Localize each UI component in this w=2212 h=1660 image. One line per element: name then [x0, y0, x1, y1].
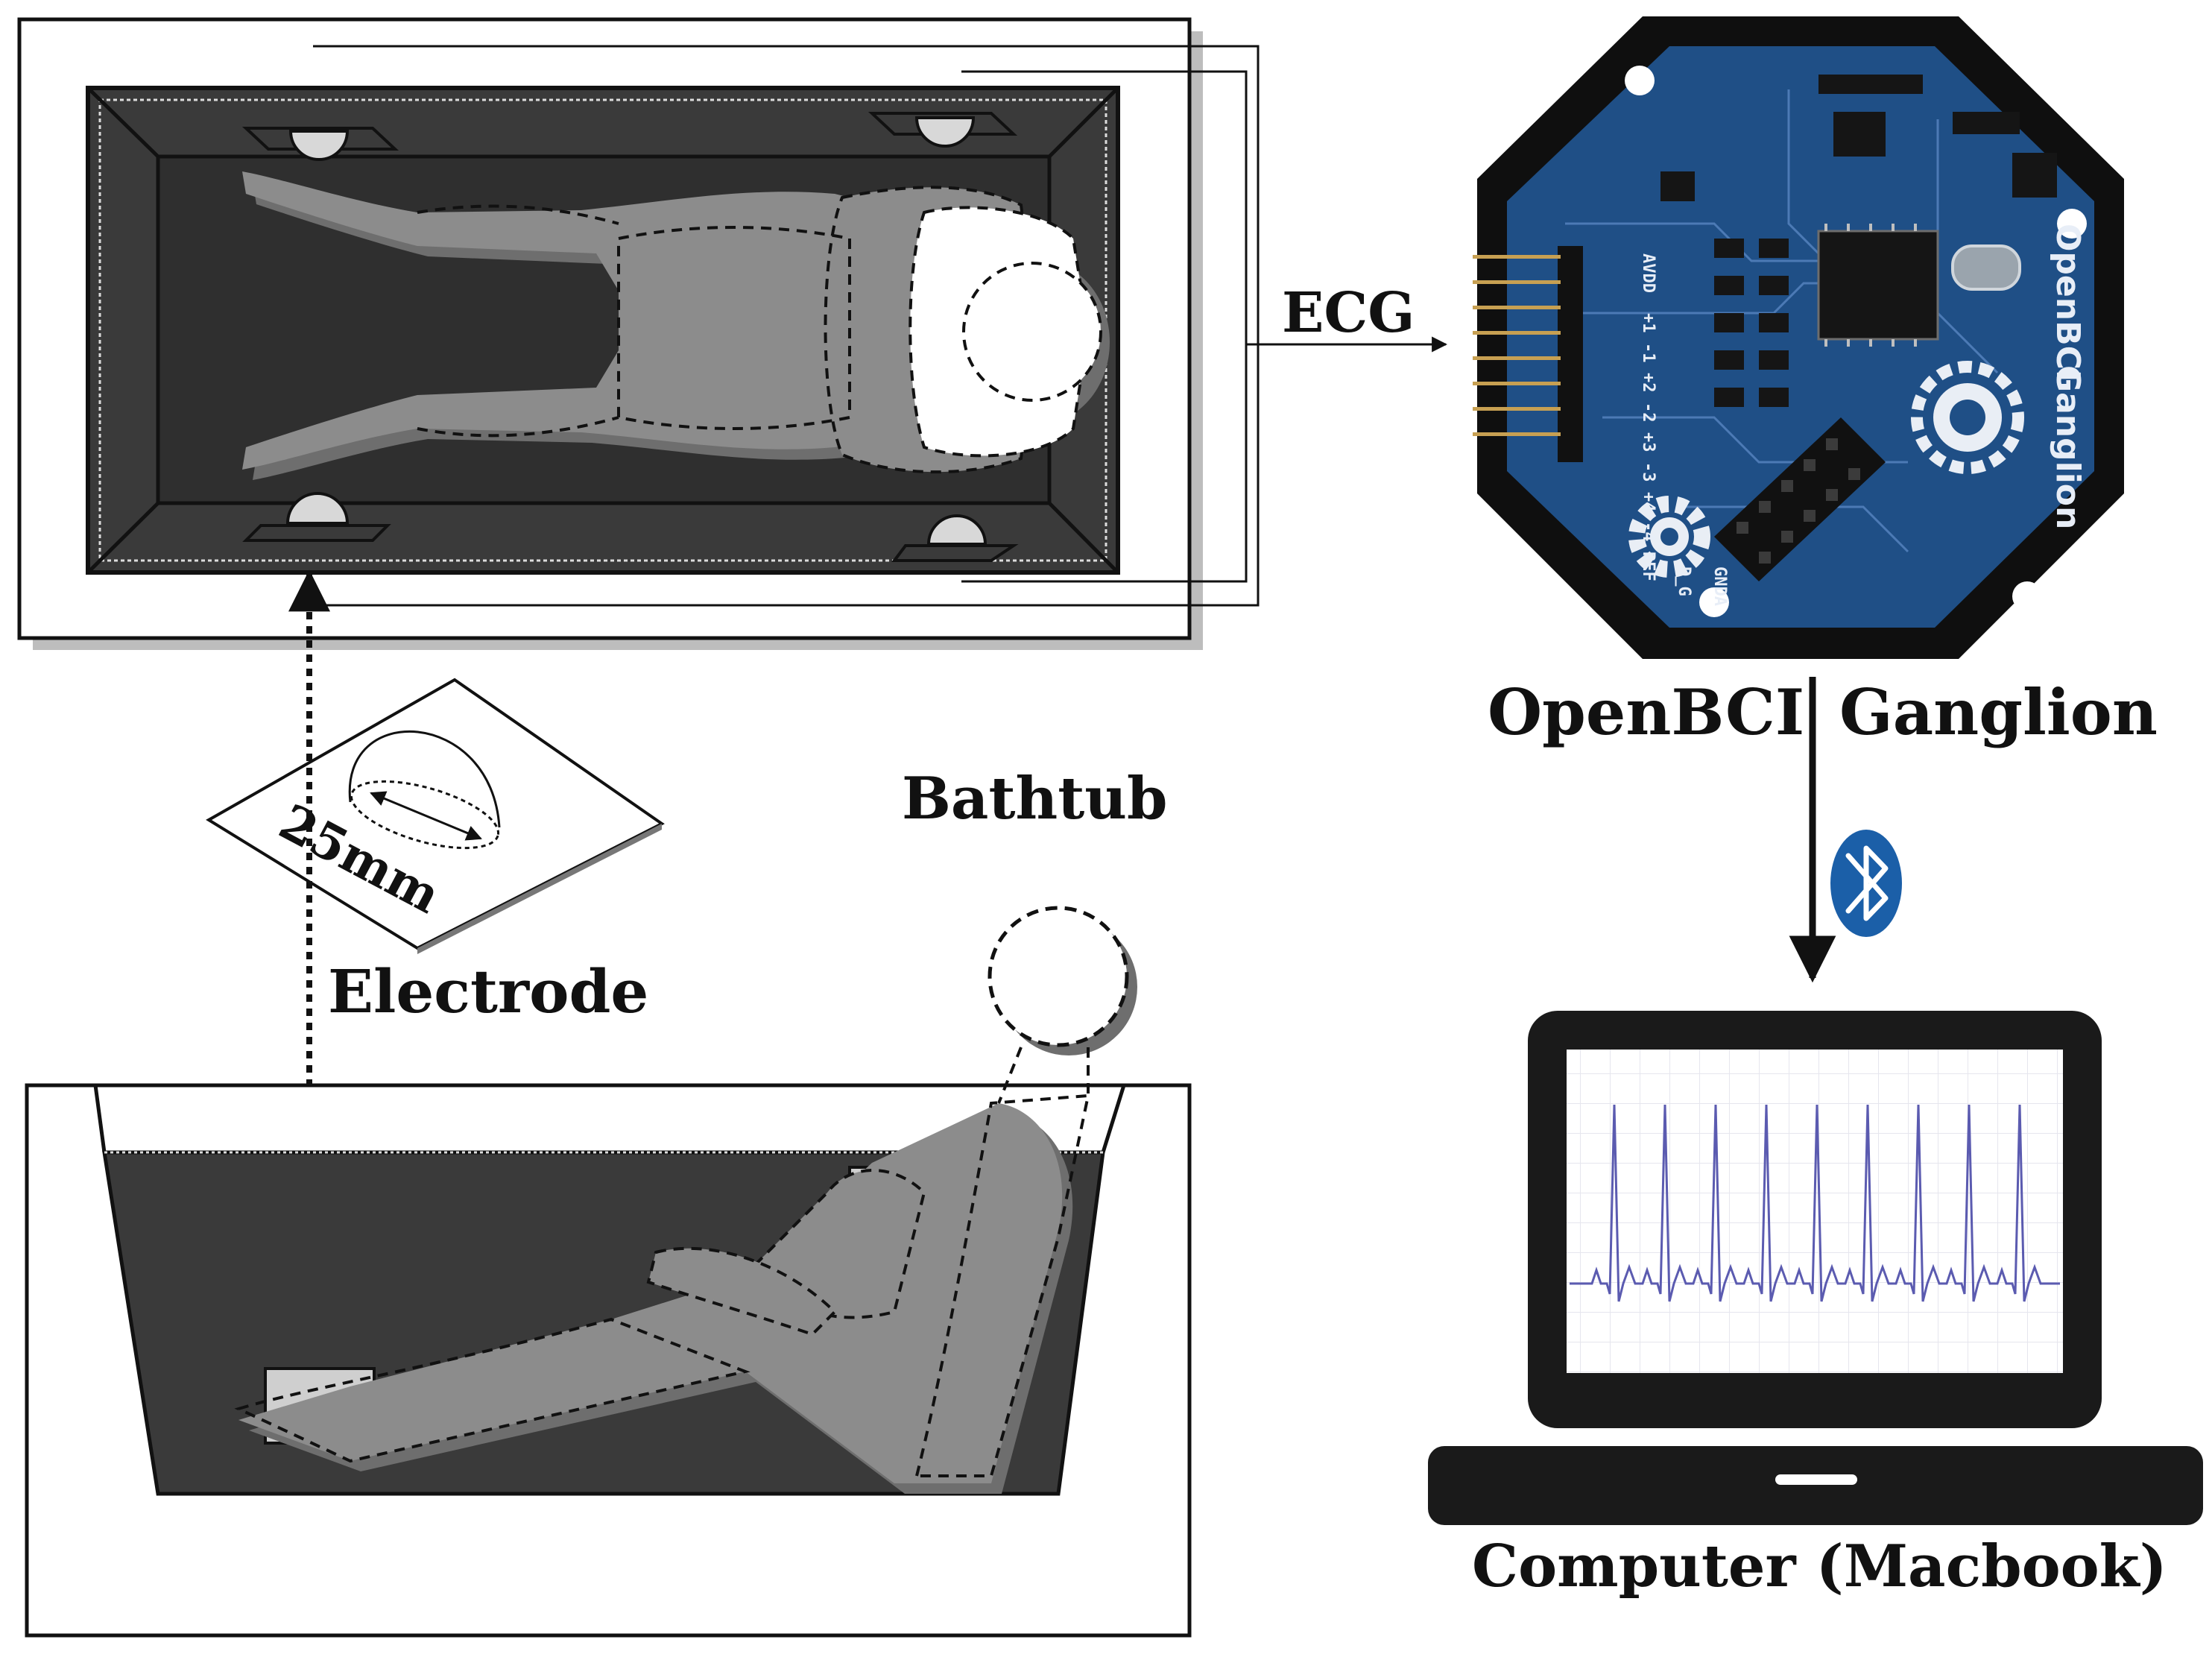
board-headers-right — [1818, 75, 2057, 198]
body-top-view — [242, 171, 1110, 480]
pin-label-gnda: GNDA — [1710, 567, 1729, 606]
tub-wall-left — [93, 1085, 107, 1153]
laptop-base — [1428, 1446, 2203, 1525]
board-silkscreen-pins: AVDD +1 -1 +2 -2 +3 -3 +4 -4 REF D_G GND… — [1639, 253, 1729, 606]
board-hole-bottom-right — [2012, 581, 2042, 611]
board-logo-badge — [1911, 361, 2024, 474]
pin-label-minus3: -3 — [1639, 462, 1658, 482]
pin-label-minus4: -4 — [1639, 522, 1658, 542]
board-crystal — [1951, 244, 2021, 291]
board-brand-text: OpenBCI — [2049, 224, 2087, 382]
pin-label-ref: REF — [1639, 552, 1658, 581]
ecg-label: ECG — [1282, 281, 1415, 345]
ecg-trace — [1570, 1104, 2060, 1302]
body-side-view — [234, 906, 1137, 1494]
electrode-top-right — [868, 112, 1018, 148]
electrode-plate-edge — [417, 824, 662, 954]
board-caption-right: Ganglion — [1839, 675, 2158, 749]
board-caption-left: OpenBCI — [1488, 675, 1804, 749]
board-hole-top-left — [1625, 66, 1655, 95]
corner-line-bl — [86, 502, 159, 574]
tub-wall-right — [1101, 1085, 1126, 1153]
board-pin-header-bottom — [1714, 417, 1886, 581]
electrode-detail: 25mm — [206, 678, 665, 954]
board-components — [1714, 239, 1789, 407]
board-regulator-chip — [1833, 112, 1886, 157]
bathtub-label: Bathtub — [902, 765, 1167, 833]
corner-line-br — [1048, 502, 1119, 574]
board-hole-right — [2057, 209, 2087, 239]
laptop-icon — [1428, 1011, 2203, 1525]
pin-label-minus2: -2 — [1639, 403, 1658, 423]
pin-label-plus3: +3 — [1639, 432, 1658, 452]
gear-icon — [1628, 496, 1710, 578]
electrode-dome-icon — [348, 730, 501, 850]
side-view-group — [25, 906, 1192, 1638]
board-pcb — [1507, 46, 2094, 628]
board-model-text: Ganglion — [2049, 365, 2087, 529]
top-view-wires — [313, 45, 1448, 607]
bluetooth-icon — [1830, 830, 1902, 937]
board-main-chip — [1817, 230, 1939, 341]
pin-label-dg: D_G — [1675, 567, 1693, 596]
pin-label-avdd: AVDD — [1639, 253, 1658, 293]
pin-label-plus1: +1 — [1639, 313, 1658, 333]
pin-label-plus2: +2 — [1639, 373, 1658, 393]
electrode-label: Electrode — [328, 956, 648, 1026]
board-silkscreen-brand: OpenBCI Ganglion — [2049, 224, 2087, 529]
corner-line-tr — [1048, 86, 1119, 158]
board-hole-bottom-left — [1699, 587, 1729, 617]
pin-label-minus1: -1 — [1639, 343, 1658, 363]
board-pin-header-left — [1473, 246, 1583, 462]
electrode-top-left — [241, 127, 399, 161]
pin-label-plus4: +4 — [1639, 492, 1658, 512]
electrode-bottom-right — [891, 514, 1019, 562]
board-chip-legs — [1824, 224, 1917, 347]
corner-line-tl — [86, 86, 159, 158]
top-view-group: ECG — [17, 17, 1448, 650]
electrode-bottom-left — [242, 492, 391, 542]
electrode-diameter-arrow — [370, 791, 482, 841]
laptop-trackpad-notch — [1775, 1474, 1857, 1485]
computer-label: Computer (Macbook) — [1472, 1533, 2167, 1600]
board-small-chip — [1660, 171, 1695, 201]
electrode-plate — [206, 678, 665, 950]
openbci-board: AVDD +1 -1 +2 -2 +3 -3 +4 -4 REF D_G GND… — [1473, 16, 2124, 659]
